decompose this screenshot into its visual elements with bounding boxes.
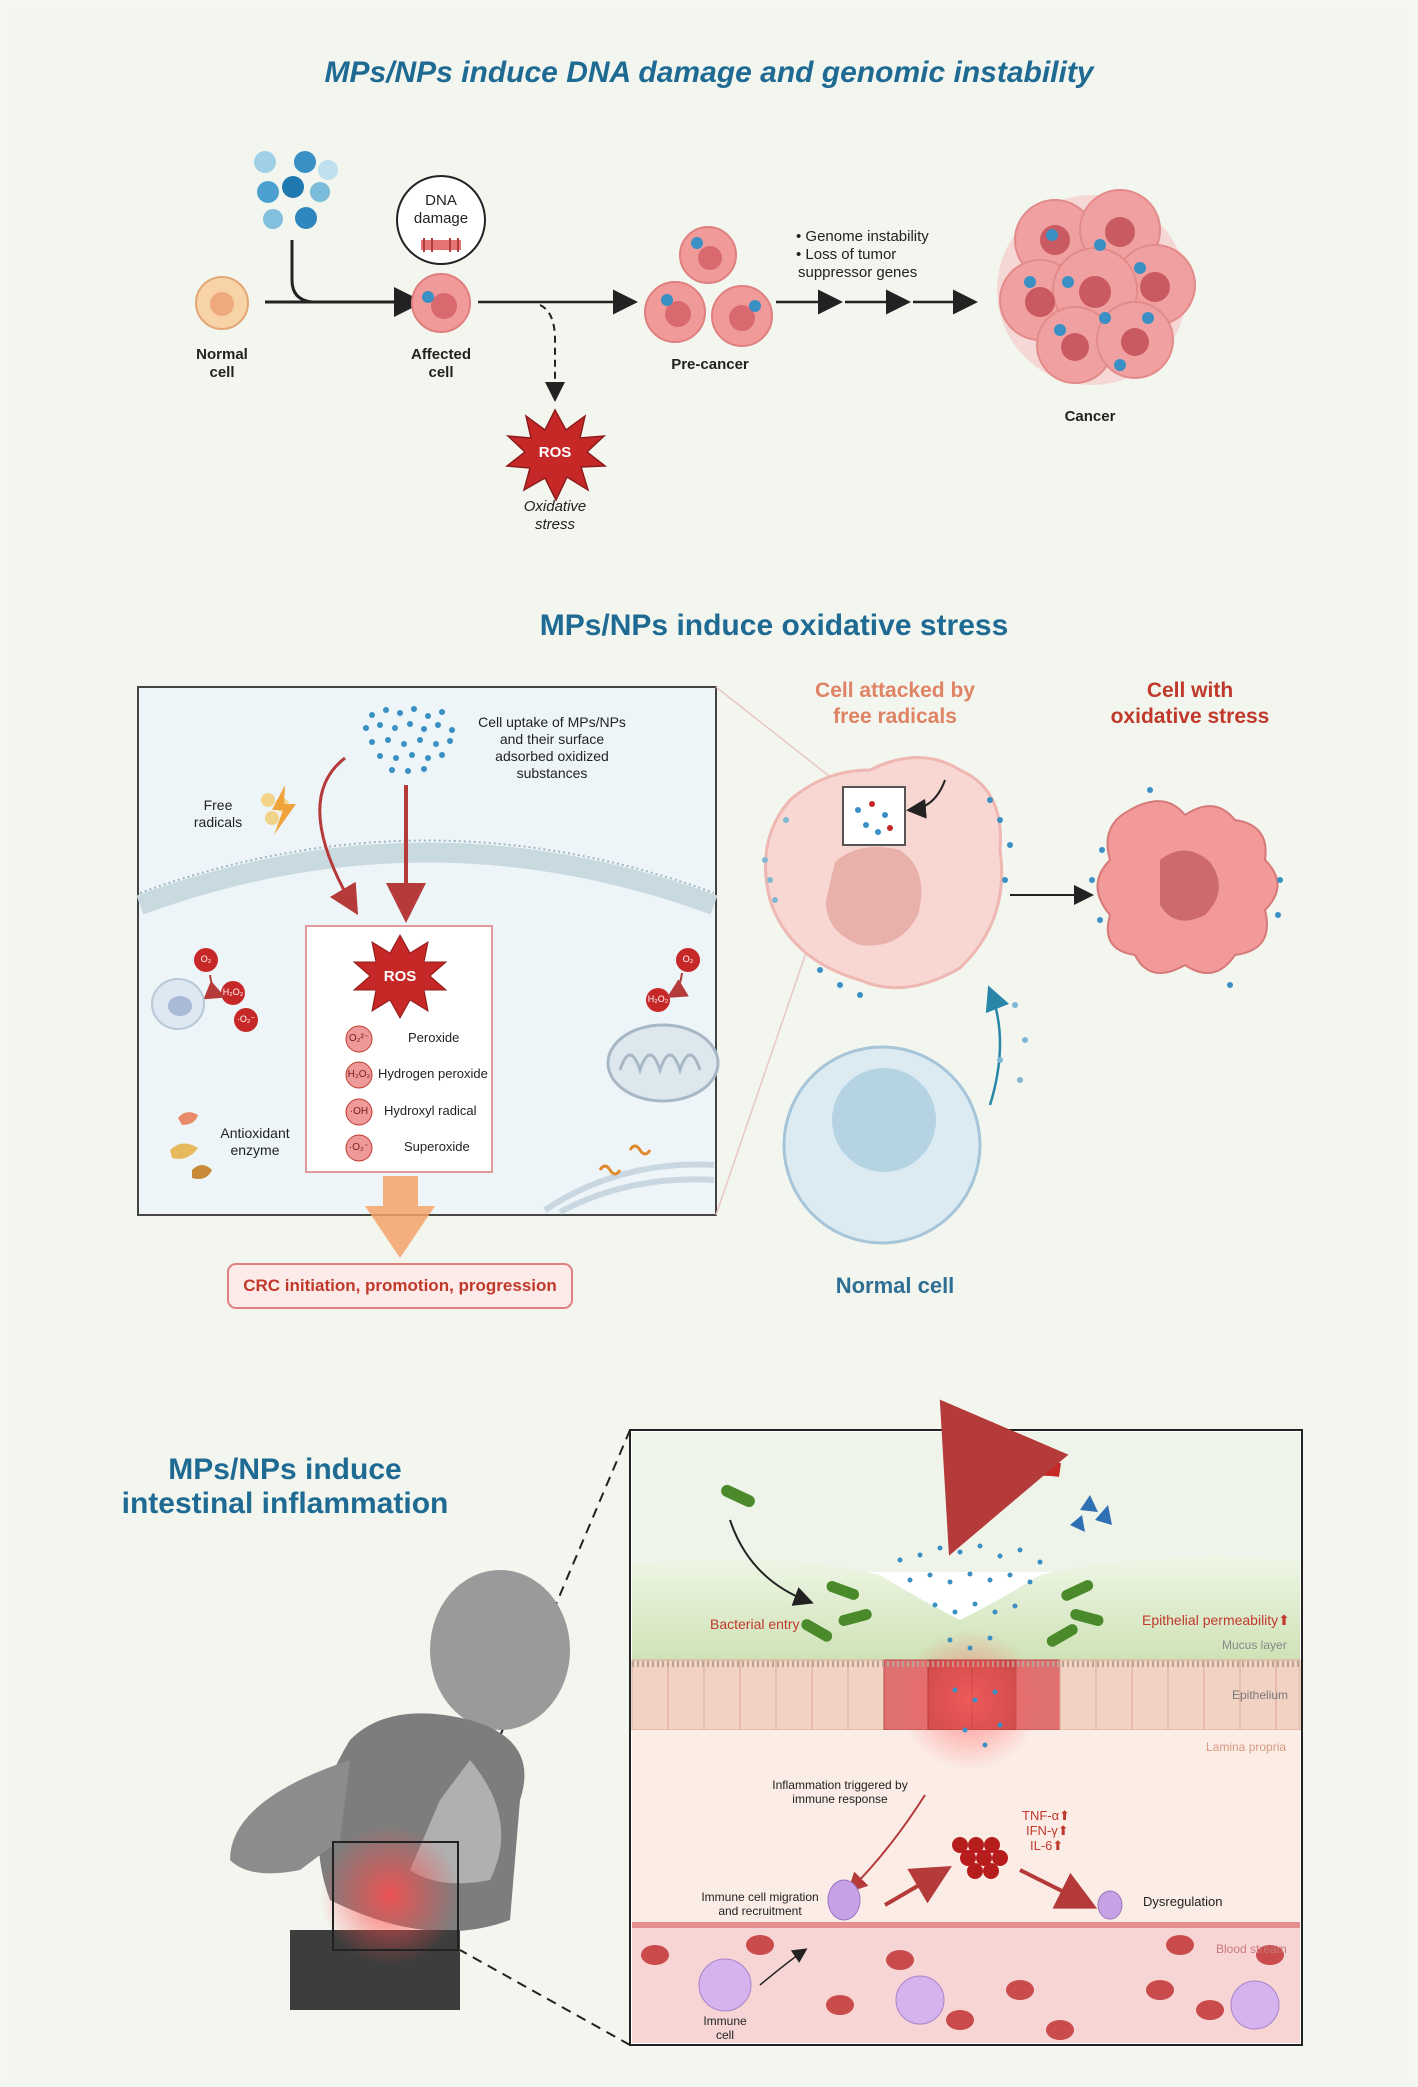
ros-item-superoxide: Superoxide xyxy=(404,1139,470,1154)
epithelium-label: Epithelium xyxy=(1232,1688,1289,1702)
section-inflammation xyxy=(230,1399,1303,2046)
uptake-label-3: adsorbed oxidized xyxy=(495,748,609,764)
precancer-label: Pre-cancer xyxy=(671,356,749,373)
ros-symbol-2: H₂O₂ xyxy=(347,1069,371,1080)
dna-damage-bubble xyxy=(396,175,486,265)
attacked-label-1: Cell attacked by xyxy=(815,679,975,702)
oxidative-stress-cell-icon xyxy=(1089,787,1283,988)
down-arrow-icon xyxy=(365,1176,435,1258)
uptake-label-2: and their surface xyxy=(499,731,605,747)
epithelial-permeability-label: Epithelial permeability⬆ xyxy=(1142,1612,1290,1628)
blood-stream-label: Blood stream xyxy=(1216,1942,1287,1956)
cytokine-cluster-icon xyxy=(952,1837,1008,1879)
crc-box xyxy=(227,1263,573,1309)
bacteria-icon xyxy=(721,1484,1104,1647)
antioxidant-label-2: enzyme xyxy=(230,1142,280,1158)
ros-label-2: ROS xyxy=(383,968,417,985)
dna-damage-label-1: DNA xyxy=(425,192,457,209)
dysregulation-label: Dysregulation xyxy=(1143,1894,1223,1909)
o2minus-left: ·O₂⁻ xyxy=(236,1014,256,1024)
cancer-label: Cancer xyxy=(1064,408,1116,425)
oxcell-label-2: oxidative stress xyxy=(1110,705,1270,728)
oxidative-label-1: Oxidative xyxy=(523,498,587,515)
normal-cell-label: Normal cell xyxy=(835,1273,955,1298)
affected-cell-label-2: cell xyxy=(428,364,454,381)
uptake-label-4: substances xyxy=(516,765,588,781)
bacterial-entry-label: Bacterial entry xyxy=(710,1616,800,1632)
migration-label-1: Immune cell migration xyxy=(701,1890,819,1904)
nanoparticles-cluster xyxy=(254,151,338,229)
crc-label: CRC initiation, promotion, progression xyxy=(243,1276,557,1295)
inflammation-label-2: immune response xyxy=(792,1792,888,1806)
h2o2-left: H₂O₂ xyxy=(222,987,244,997)
oxcell-label-1: Cell with xyxy=(1146,679,1234,702)
mucus-layer-label: Mucus layer xyxy=(1222,1638,1287,1652)
h2o2-right: H₂O₂ xyxy=(647,994,669,1004)
attacked-label-2: free radicals xyxy=(833,705,957,728)
dna-damage-label-2: damage xyxy=(413,210,469,227)
uptake-label-1: Cell uptake of MPs/NPs xyxy=(478,714,626,730)
o2-left: O₂ xyxy=(200,954,212,964)
bullet-suppressor-genes: suppressor genes xyxy=(798,264,918,281)
free-radicals-icon xyxy=(261,785,296,835)
mitochondrion-icon xyxy=(606,1023,720,1103)
ros-burst-icon-2 xyxy=(352,933,448,1020)
lamina-propria-label: Lamina propria xyxy=(1206,1740,1287,1754)
section2-title: MPs/NPs induce oxidative stress xyxy=(539,609,1009,642)
antioxidant-enzyme-icon xyxy=(170,1112,212,1179)
immune-cell-label-2: cell xyxy=(715,2028,734,2042)
oxidative-label-2: stress xyxy=(534,516,575,533)
tnf-label: TNF-α⬆ xyxy=(1022,1808,1071,1823)
affected-cell-icon xyxy=(411,273,471,333)
ros-symbol-3: ·OH xyxy=(349,1106,369,1117)
red-blood-cells xyxy=(641,1935,1284,2040)
ros-symbol-1: O₂²⁻ xyxy=(348,1033,370,1044)
ros-item-peroxide: Peroxide xyxy=(408,1030,460,1045)
section1-title: MPs/NPs induce DNA damage and genomic in… xyxy=(324,56,1094,89)
ifn-label: IFN-γ⬆ xyxy=(1026,1823,1069,1838)
il6-label: IL-6⬆ xyxy=(1030,1838,1064,1853)
normal-cell-label-1: Normal xyxy=(196,346,248,363)
ros-item-hydroxyl: Hydroxyl radical xyxy=(384,1103,477,1118)
section-oxidative-stress xyxy=(136,686,1283,1309)
particle-pile-icon xyxy=(1070,1495,1112,1532)
inflammation-label-1: Inflammation triggered by xyxy=(772,1778,908,1792)
immune-cell-blood-icon xyxy=(698,1958,1280,2030)
attacked-cell-icon xyxy=(762,756,1013,998)
normal-cell-label-2: cell xyxy=(209,364,235,381)
normal-cell-large-icon xyxy=(782,1045,982,1245)
section3-title-2: intestinal inflammation xyxy=(121,1487,449,1520)
normal-cell-icon xyxy=(195,276,249,330)
ros-burst-icon xyxy=(505,408,608,502)
antioxidant-label-1: Antioxidant xyxy=(220,1125,290,1141)
ros-symbol-4: ·O₂⁻ xyxy=(348,1142,370,1153)
migration-label-2: and recruitment xyxy=(718,1904,802,1918)
section-dna-damage xyxy=(195,151,1196,502)
person-abdominal-pain-icon xyxy=(230,1570,570,2010)
ros-label-1: ROS xyxy=(538,444,572,461)
bullet-genome-instability: • Genome instability xyxy=(796,228,929,245)
section3-title-1: MPs/NPs induce xyxy=(168,1453,402,1486)
free-radicals-label-2: radicals xyxy=(193,814,243,830)
o2-right: O₂ xyxy=(682,954,694,964)
cancer-cluster-icon xyxy=(997,189,1196,385)
bullet-loss-tumor: • Loss of tumor xyxy=(796,246,897,263)
immune-cell-label-1: Immune xyxy=(703,2014,747,2028)
ros-item-hydrogen-peroxide: Hydrogen peroxide xyxy=(378,1066,488,1081)
precancer-cells-icon xyxy=(644,226,773,347)
particle-cloud xyxy=(363,706,455,774)
free-radicals-label-1: Free xyxy=(203,797,233,813)
affected-cell-label-1: Affected xyxy=(410,346,471,363)
